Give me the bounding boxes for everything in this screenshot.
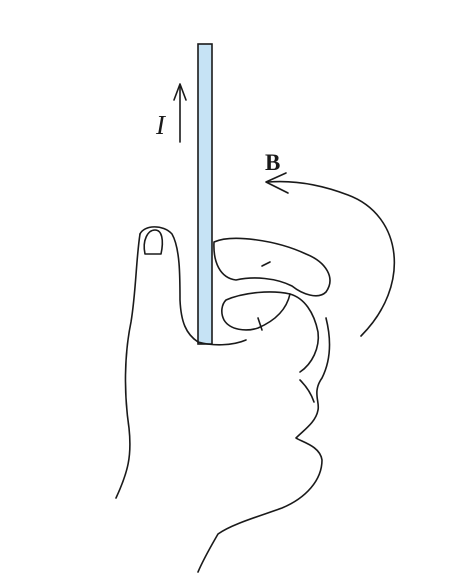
field-arrow-head	[265, 172, 289, 194]
middle-finger	[221, 291, 291, 331]
thumb-outline-tip	[139, 226, 199, 343]
wire-body	[197, 43, 213, 345]
little-finger-crease	[299, 379, 315, 403]
field-label: B	[265, 150, 280, 175]
middle-crease	[257, 317, 263, 331]
index-crease	[261, 261, 271, 267]
current-arrow-head	[173, 83, 187, 101]
right-hand	[115, 226, 331, 573]
field-arrow: B	[265, 150, 396, 337]
hand-outer-edge	[197, 317, 331, 573]
wire	[197, 43, 213, 345]
current-arrow: I	[155, 83, 187, 143]
ring-finger-curl	[289, 293, 320, 373]
thumb-nail	[143, 229, 164, 255]
index-finger	[213, 237, 331, 297]
current-label: I	[155, 110, 167, 140]
field-arrow-curve	[267, 180, 396, 337]
thumb-outline-left	[115, 233, 141, 499]
palm-grip-line	[197, 339, 247, 346]
